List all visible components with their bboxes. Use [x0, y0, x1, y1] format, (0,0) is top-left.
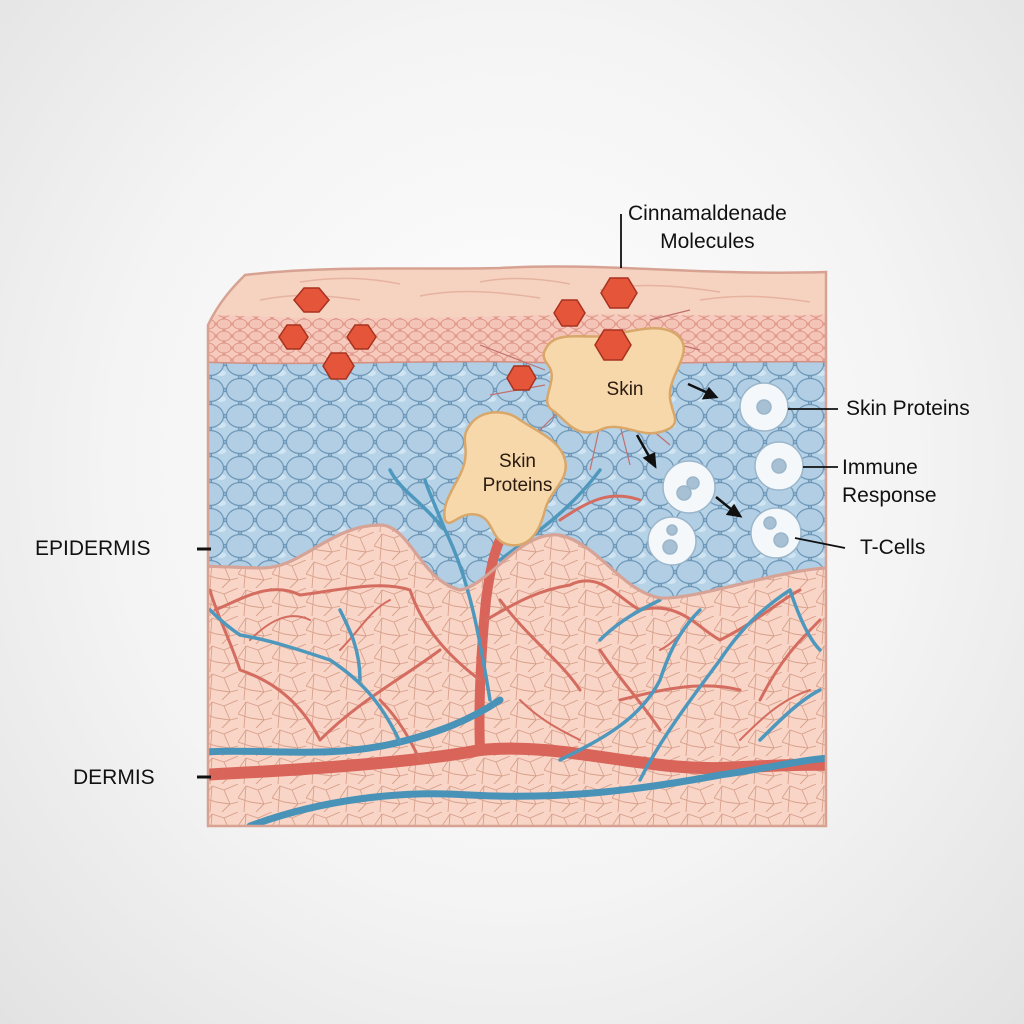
- callout-line: Immune: [842, 456, 918, 479]
- cell-label-line: Proteins: [482, 475, 553, 496]
- leader-lines: [197, 214, 846, 779]
- layer-label-dermis: DERMIS: [73, 766, 155, 789]
- callout-line: Response: [842, 484, 937, 507]
- callout-cinnamaldehyde-molecules: Cinnamaldenade Molecules: [628, 200, 787, 256]
- skin-cell: [542, 327, 686, 435]
- cinnamaldehyde-molecules: [278, 277, 638, 391]
- molecule-hexagon-icon: [600, 277, 638, 309]
- molecule-hexagon-icon: [278, 324, 309, 350]
- blood-vessels: [208, 468, 826, 827]
- molecule-hexagon-icon: [553, 299, 586, 327]
- callout-t-cells: T-Cells: [860, 536, 926, 559]
- molecule-hexagon-icon: [346, 324, 377, 350]
- arrow-icon: [642, 452, 657, 469]
- callout-line: Cinnamaldenade: [628, 202, 787, 225]
- stratum-corneum: [208, 266, 826, 318]
- cell-label-skin-proteins: Skin Proteins: [465, 450, 570, 498]
- cell-label-skin: Skin: [606, 379, 644, 400]
- molecule-hexagon-icon: [594, 329, 632, 361]
- immune-cells: [647, 382, 804, 566]
- skin-proteins-cell: [443, 411, 568, 547]
- callout-line: Molecules: [660, 230, 755, 253]
- layer-label-epidermis: EPIDERMIS: [35, 537, 151, 560]
- callout-immune-response: Immune Response: [842, 454, 937, 510]
- molecule-hexagon-icon: [506, 365, 537, 391]
- flow-arrows: [635, 382, 743, 518]
- molecule-hexagon-icon: [293, 287, 330, 313]
- arrow-icon: [701, 386, 719, 400]
- callout-skin-proteins: Skin Proteins: [846, 397, 970, 420]
- cell-label-line: Skin: [499, 451, 536, 472]
- arrow-icon: [725, 503, 743, 518]
- molecule-hexagon-icon: [322, 352, 355, 380]
- tissue-outline: [206, 265, 828, 828]
